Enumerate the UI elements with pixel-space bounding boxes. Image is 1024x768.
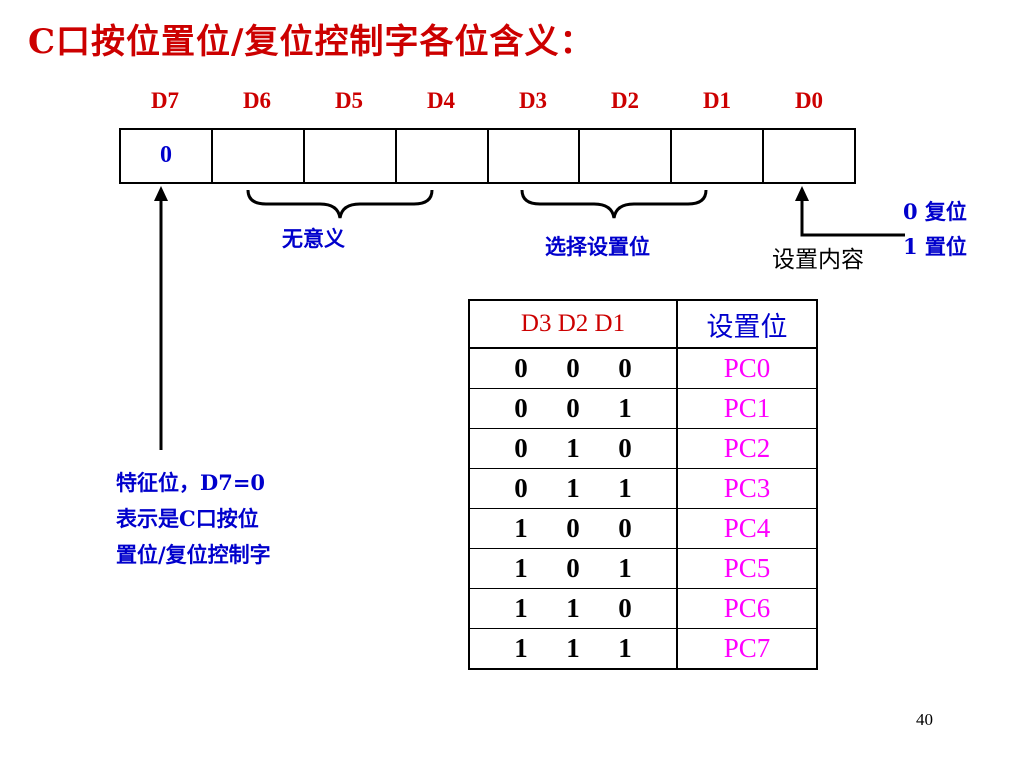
table-cell-pin: PC6 bbox=[677, 588, 817, 629]
bit-label-d0: D0 bbox=[794, 88, 824, 113]
table-cell-pin: PC3 bbox=[677, 468, 817, 509]
slide-title: C口按位置位/复位控制字各位含义： bbox=[28, 22, 595, 62]
label-no-meaning: 无意义 bbox=[282, 226, 345, 251]
table-cell-pin: PC2 bbox=[677, 428, 817, 469]
label-set-content: 设置内容 bbox=[772, 247, 864, 273]
bit-label-d1: D1 bbox=[702, 88, 732, 113]
brace-no-meaning bbox=[246, 189, 434, 219]
brace-select-bit bbox=[520, 189, 708, 219]
label-select-bit: 选择设置位 bbox=[545, 234, 650, 259]
register-cell-d7: 0 bbox=[121, 130, 213, 182]
label-d0-set: 1 置位 bbox=[903, 234, 967, 259]
register-cell-d3 bbox=[489, 130, 581, 182]
register-cell-d6 bbox=[213, 130, 305, 182]
register-cell-d1 bbox=[672, 130, 765, 182]
control-word-register: 0 bbox=[119, 128, 856, 184]
table-cell-pin: PC1 bbox=[677, 388, 817, 429]
arrow-d7-head bbox=[154, 186, 168, 201]
table-cell-pin: PC0 bbox=[723, 353, 771, 383]
label-d0-reset: 0 复位 bbox=[903, 199, 967, 224]
table-cell-pin: PC4 bbox=[677, 508, 817, 549]
bit-label-d2: D2 bbox=[610, 88, 640, 113]
label-feature-line3: 置位/复位控制字 bbox=[116, 542, 271, 567]
table-cell-pin: PC5 bbox=[677, 548, 817, 589]
register-cell-d4 bbox=[397, 130, 489, 182]
table-header-row: D3 D2 D1 设置位 bbox=[469, 300, 817, 349]
page-number: 40 bbox=[916, 710, 933, 729]
label-feature-line1: 特征位，D7=0 bbox=[116, 470, 266, 495]
bit-label-d5: D5 bbox=[334, 88, 364, 113]
bit-label-d6: D6 bbox=[242, 88, 272, 113]
arrow-d0-line bbox=[800, 198, 905, 237]
bit-label-d4: D4 bbox=[426, 88, 456, 113]
register-cell-d2 bbox=[580, 130, 673, 182]
arrow-d0-head bbox=[795, 186, 809, 201]
bit-label-d7: D7 bbox=[150, 88, 180, 113]
bit-label-d3: D3 bbox=[518, 88, 548, 113]
register-cell-d5 bbox=[305, 130, 397, 182]
table-cell-pin: PC7 bbox=[677, 628, 817, 669]
table-header-bits: D3 D2 D1 bbox=[469, 300, 678, 349]
label-feature-line2: 表示是C口按位 bbox=[116, 506, 259, 531]
table-header-pin: 设置位 bbox=[677, 300, 817, 349]
